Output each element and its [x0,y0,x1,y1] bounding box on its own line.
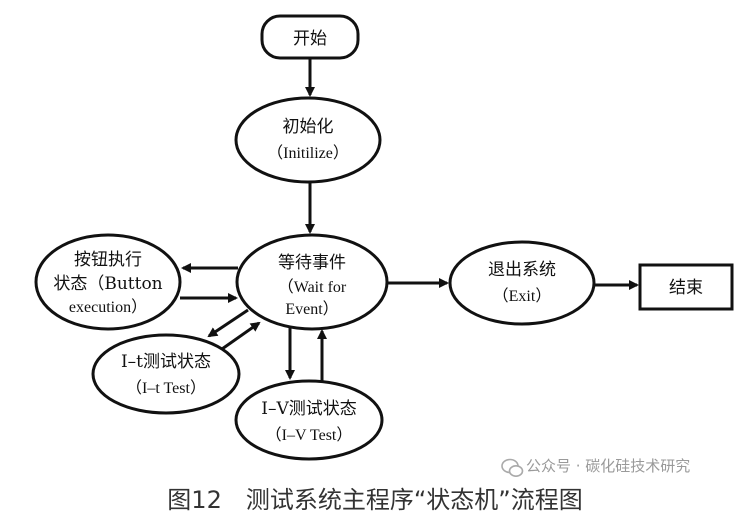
exit-label-en: （Exit） [493,287,552,305]
wait-event-node: 等待事件 （Wait for Event） [235,233,389,331]
wait-label-en-2: Event） [285,300,338,318]
connectors [180,58,639,381]
watermark: 公众号 · 碳化硅技术研究 [501,457,690,477]
arrow-wait-to-it [207,308,249,338]
start-node: 开始 [260,14,360,60]
button-label-mixed: 状态（Button [53,274,162,294]
it-test-node: I–t测试状态 （I–t Test） [91,333,241,415]
watermark-text: 公众号 · 碳化硅技术研究 [526,457,690,475]
wechat-icon [501,458,524,477]
end-node: 结束 [638,263,734,311]
button-label-en: execution） [69,298,147,316]
iv-test-node: I–V测试状态 （I–V Test） [234,379,384,461]
init-label-en: （Initilize） [267,144,349,162]
it-test-label-cn: I–t测试状态 [121,352,211,372]
button-execution-node: 按钮执行 状态（Button execution） [34,233,182,331]
it-test-label-en: （I–t Test） [126,379,206,397]
end-label: 结束 [669,278,703,298]
iv-test-label-en: （I–V Test） [266,426,353,444]
figure-caption: 图12 测试系统主程序“状态机”流程图 [167,486,582,514]
init-node: 初始化 （Initilize） [234,96,382,184]
button-label-cn: 按钮执行 [74,250,142,270]
exit-label-cn: 退出系统 [488,260,556,280]
iv-test-label-cn: I–V测试状态 [261,399,357,419]
wait-label-en-1: （Wait for [278,278,347,296]
exit-node: 退出系统 （Exit） [448,240,596,326]
init-label-cn: 初始化 [283,117,334,137]
arrow-it-to-wait [221,321,261,351]
wait-label-cn: 等待事件 [278,253,346,273]
start-label: 开始 [293,29,327,49]
